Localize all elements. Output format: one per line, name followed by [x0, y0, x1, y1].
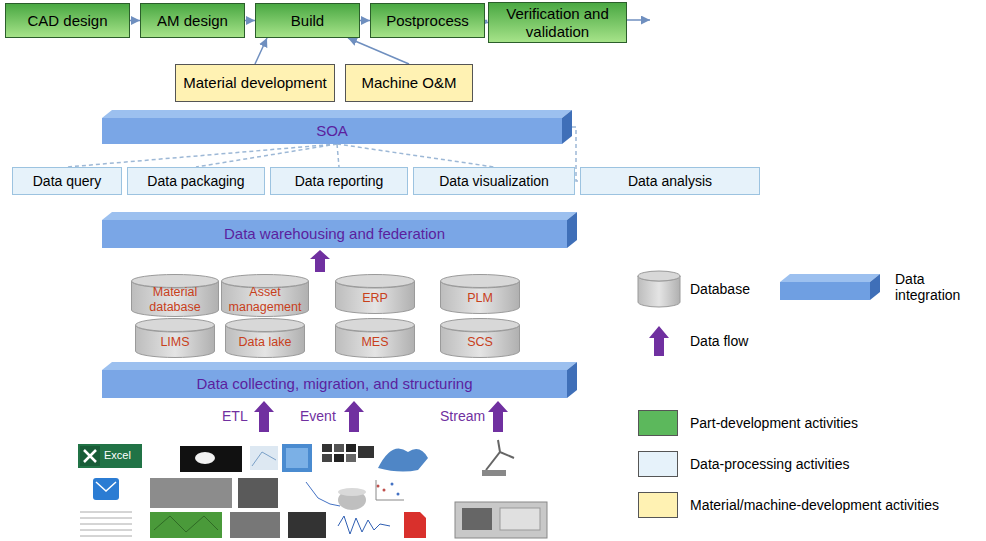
process-box: AM design: [140, 3, 245, 38]
database-cylinder: Asset management: [221, 274, 309, 317]
node-text: Data analysis: [628, 173, 712, 189]
flow-label: Stream: [440, 408, 485, 424]
legend-text: Data flow: [690, 333, 748, 349]
node-text: Machine O&M: [361, 74, 456, 91]
node-text: AM design: [157, 12, 228, 29]
source-images: [78, 440, 547, 538]
integration-band: Data warehousing and federation: [102, 212, 577, 248]
legend-text: Part-development activities: [690, 415, 858, 431]
data-activity-box: Data visualization: [413, 167, 575, 195]
process-box: CAD design: [5, 3, 130, 38]
flow-arrow: [130, 20, 140, 22]
database-cylinder: LIMS: [135, 318, 215, 358]
flow-arrow: [488, 401, 508, 432]
node-text: LIMS: [160, 335, 189, 349]
data-activity-box: Data packaging: [127, 167, 265, 195]
dashed-link: [67, 144, 337, 167]
legend-text: Data integration: [895, 271, 977, 303]
node-text: Data visualization: [439, 173, 549, 189]
database-cylinder: ERP: [335, 274, 415, 314]
legend-text: Data-processing activities: [690, 456, 850, 472]
node-text: Data reporting: [295, 173, 384, 189]
node-text: Material development: [183, 74, 326, 91]
data-activity-box: Data reporting: [270, 167, 408, 195]
process-box: Build: [255, 3, 360, 38]
database-cylinder: SCS: [440, 318, 520, 358]
node-text: Data collecting, migration, and structur…: [197, 375, 473, 392]
node-text: Data warehousing and federation: [224, 225, 445, 242]
legend-swatch: [638, 410, 678, 436]
node-text: Asset management: [221, 285, 309, 314]
node-text: SOA: [316, 122, 348, 139]
database-cylinder: MES: [335, 318, 415, 358]
node-text: Material database: [131, 285, 219, 314]
node-text: MES: [361, 335, 388, 349]
legend-samples: [638, 271, 880, 356]
integration-band: SOA: [102, 110, 572, 144]
node-text: Verification and validation: [489, 5, 626, 40]
node-text: CAD design: [27, 12, 107, 29]
flow-arrow: [344, 401, 364, 432]
node-text: SCS: [467, 335, 493, 349]
node-text: Data query: [33, 173, 101, 189]
legend-text: Material/machine-development activities: [690, 497, 939, 513]
node-text: ERP: [362, 291, 388, 305]
data-activity-box: Data analysis: [580, 167, 760, 195]
process-box: Postprocess: [370, 3, 485, 38]
dashed-link: [337, 144, 339, 167]
flow-arrow: [254, 401, 274, 432]
integration-band: Data collecting, migration, and structur…: [102, 362, 577, 398]
database-cylinder: PLM: [440, 274, 520, 314]
legend-swatch: [638, 451, 678, 477]
dashed-link: [337, 144, 494, 167]
development-box: Material development: [175, 64, 335, 102]
flow-arrow: [360, 20, 370, 22]
database-cylinder: Data lake: [225, 318, 305, 358]
development-box: Machine O&M: [345, 64, 473, 102]
database-cylinder: Material database: [131, 274, 219, 317]
flow-arrow: [245, 20, 255, 22]
data-activity-box: Data query: [12, 167, 122, 195]
flow-label: ETL: [222, 408, 248, 424]
legend-swatch: [638, 492, 678, 518]
flow-label: Event: [300, 408, 336, 424]
process-box: Verification and validation: [488, 2, 627, 43]
exit-arrow: [624, 19, 650, 21]
dashed-link: [196, 144, 337, 167]
node-text: Data lake: [239, 335, 292, 349]
flow-arrow: [310, 250, 330, 272]
node-text: PLM: [467, 291, 493, 305]
flow-arrow: [255, 38, 267, 64]
legend-text: Database: [690, 281, 750, 297]
icon-label: Excel: [104, 449, 131, 461]
node-text: Postprocess: [386, 12, 469, 29]
flow-arrow: [348, 38, 409, 64]
node-text: Data packaging: [147, 173, 244, 189]
node-text: Build: [291, 12, 324, 29]
